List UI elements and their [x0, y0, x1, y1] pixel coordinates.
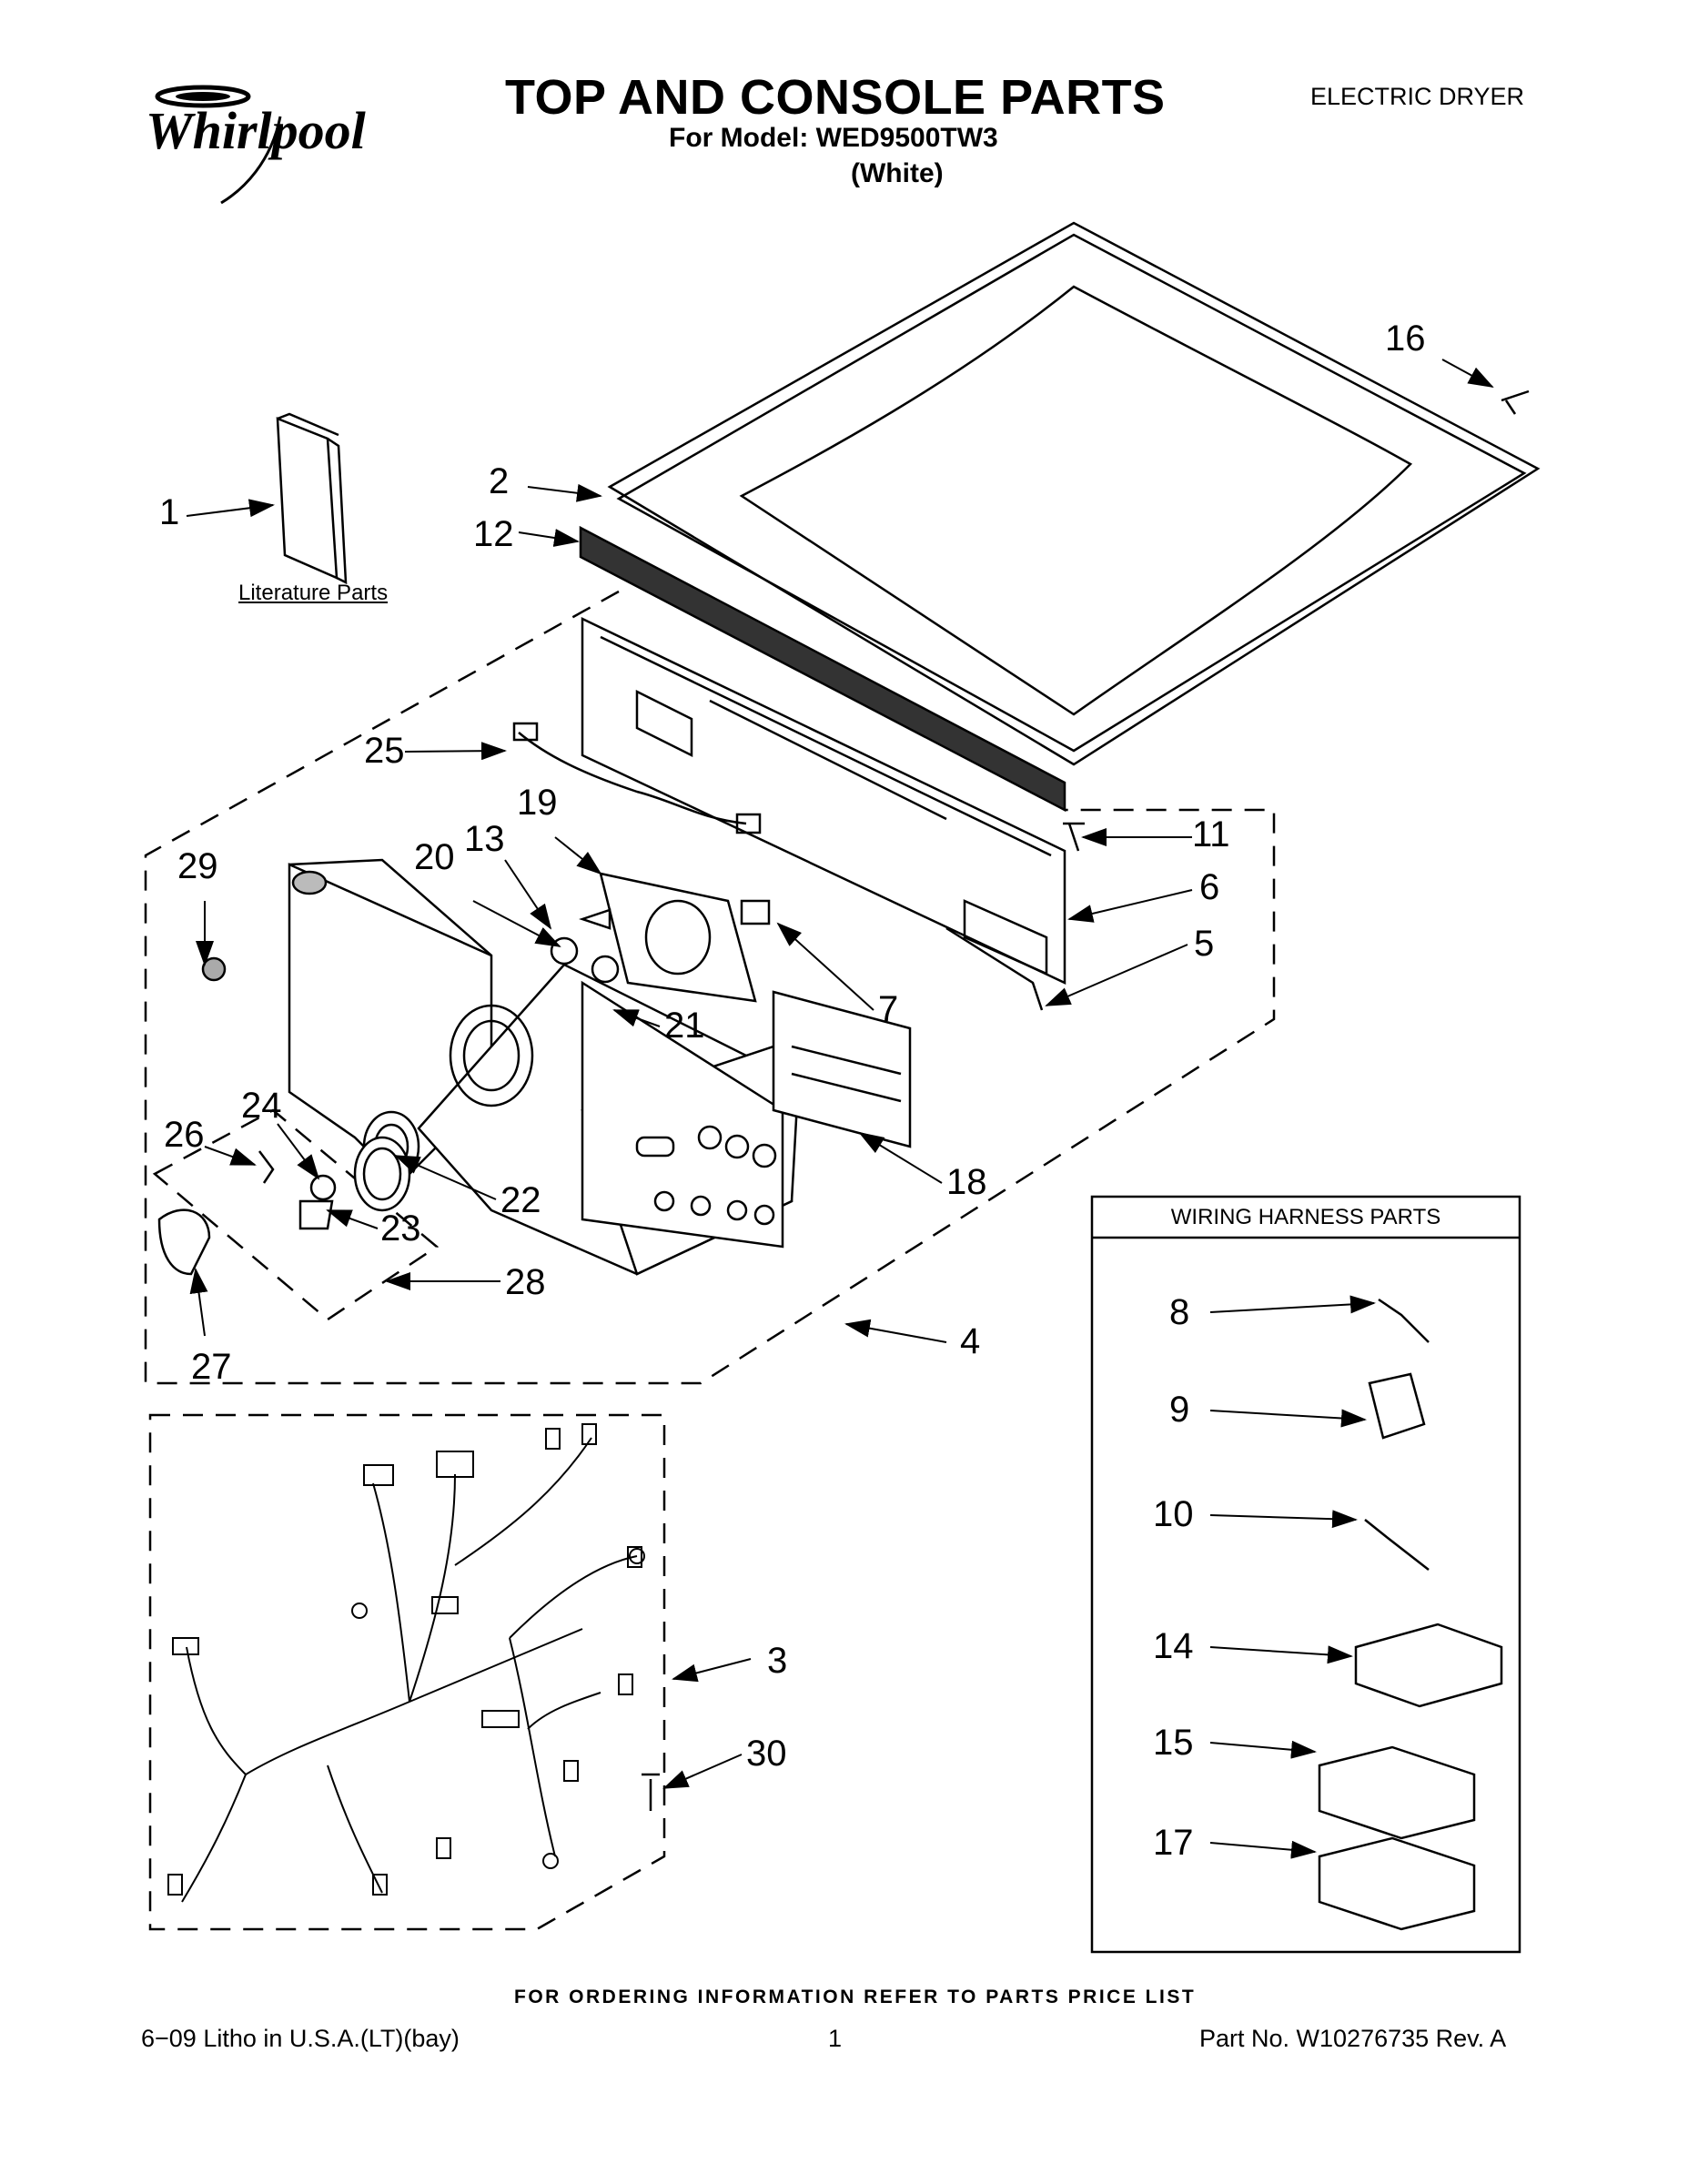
callout-22: 22 — [500, 1180, 541, 1220]
callout-8: 8 — [1169, 1292, 1189, 1332]
callout-12: 12 — [473, 514, 514, 554]
callout-21: 21 — [664, 1006, 705, 1046]
callout-13: 13 — [464, 819, 505, 859]
callout-5: 5 — [1194, 924, 1214, 964]
callout-4: 4 — [960, 1321, 980, 1361]
connector-9 — [1368, 1372, 1426, 1440]
appliance-type: ELECTRIC DRYER — [1310, 83, 1525, 110]
callout-19: 19 — [517, 783, 558, 823]
part-13-button — [579, 908, 612, 930]
connector-17 — [1318, 1836, 1476, 1931]
whirlpool-logo-swirl — [155, 85, 282, 205]
callout-24: 24 — [241, 1086, 282, 1126]
main-harness-wiring — [167, 1423, 645, 1903]
top-panel — [607, 221, 1541, 766]
connector-15 — [1318, 1745, 1476, 1840]
callout-7: 7 — [878, 989, 898, 1029]
callout-23: 23 — [380, 1208, 421, 1249]
callout-18: 18 — [946, 1162, 987, 1202]
page-number: 1 — [828, 2025, 843, 2052]
control-board-19 — [599, 872, 757, 1003]
litho-info: 6−09 Litho in U.S.A.(LT)(bay) — [141, 2025, 460, 2052]
callout-6: 6 — [1199, 867, 1219, 907]
callout-2: 2 — [489, 461, 509, 501]
ui-board-18 — [772, 990, 912, 1148]
terminal-10 — [1364, 1519, 1430, 1571]
console-faceplate — [581, 980, 784, 1249]
connector-14 — [1354, 1623, 1503, 1708]
console-bracket — [581, 617, 1066, 985]
callout-15: 15 — [1153, 1723, 1194, 1763]
part-7-clip — [740, 899, 771, 925]
page-title: TOP AND CONSOLE PARTS — [505, 70, 1166, 125]
callout-3: 3 — [767, 1641, 787, 1681]
top-seal-strip — [579, 525, 1066, 813]
screw-30 — [642, 1773, 660, 1811]
callout-20: 20 — [414, 837, 455, 877]
part-5-cable-tie — [945, 926, 1044, 1011]
main-harness-outline — [148, 1413, 666, 1931]
callout-17: 17 — [1153, 1823, 1194, 1863]
part-number: Part No. W10276735 Rev. A — [1199, 2025, 1507, 2052]
part-16-screw — [1501, 389, 1530, 415]
callout-29: 29 — [177, 846, 218, 886]
callout-9: 9 — [1169, 1390, 1189, 1430]
callout-labels: 1 2 3 4 5 6 7 8 9 10 11 12 13 14 15 16 1… — [159, 318, 1426, 1863]
whirlpool-logo: Whirlpool — [135, 80, 389, 207]
ordering-note: FOR ORDERING INFORMATION REFER TO PARTS … — [514, 1987, 1197, 2007]
literature-parts-label: Literature Parts — [238, 581, 389, 605]
part-20-knob — [550, 936, 579, 966]
knob-27 — [157, 1208, 211, 1276]
terminal-8 — [1378, 1298, 1430, 1343]
literature-booklet — [276, 412, 348, 585]
callout-11: 11 — [1192, 814, 1230, 854]
part-21-ring — [591, 955, 620, 984]
callout-10: 10 — [1153, 1494, 1194, 1534]
callout-16: 16 — [1385, 318, 1426, 359]
spring-26 — [258, 1150, 275, 1184]
model-line: For Model: WED9500TW3 — [669, 123, 998, 153]
console-assembly-outline — [144, 590, 1276, 1385]
callout-28: 28 — [505, 1262, 546, 1302]
leader-arrows — [186, 359, 1494, 1859]
callout-27: 27 — [191, 1347, 232, 1387]
harness-25-plug — [512, 722, 539, 742]
callout-25: 25 — [364, 731, 405, 771]
wiring-harness-box-title: WIRING HARNESS PARTS — [1170, 1205, 1441, 1229]
harness-25 — [518, 732, 747, 825]
wiring-harness-parts-box — [1090, 1195, 1521, 1954]
part-11-screw — [1063, 822, 1085, 852]
callout-1: 1 — [159, 492, 179, 532]
callout-30: 30 — [746, 1734, 787, 1774]
part-29-clip — [201, 956, 227, 982]
harness-25-plug-2 — [735, 813, 762, 834]
color-line: (White) — [851, 158, 944, 188]
callout-26: 26 — [164, 1115, 205, 1155]
knob-22 — [353, 1136, 411, 1212]
dial-kit-outline — [152, 1108, 440, 1321]
callout-14: 14 — [1153, 1626, 1194, 1666]
spring-24 — [309, 1174, 337, 1201]
whirlpool-logo-text: Whirlpool — [146, 101, 366, 160]
clip-23 — [298, 1199, 334, 1230]
